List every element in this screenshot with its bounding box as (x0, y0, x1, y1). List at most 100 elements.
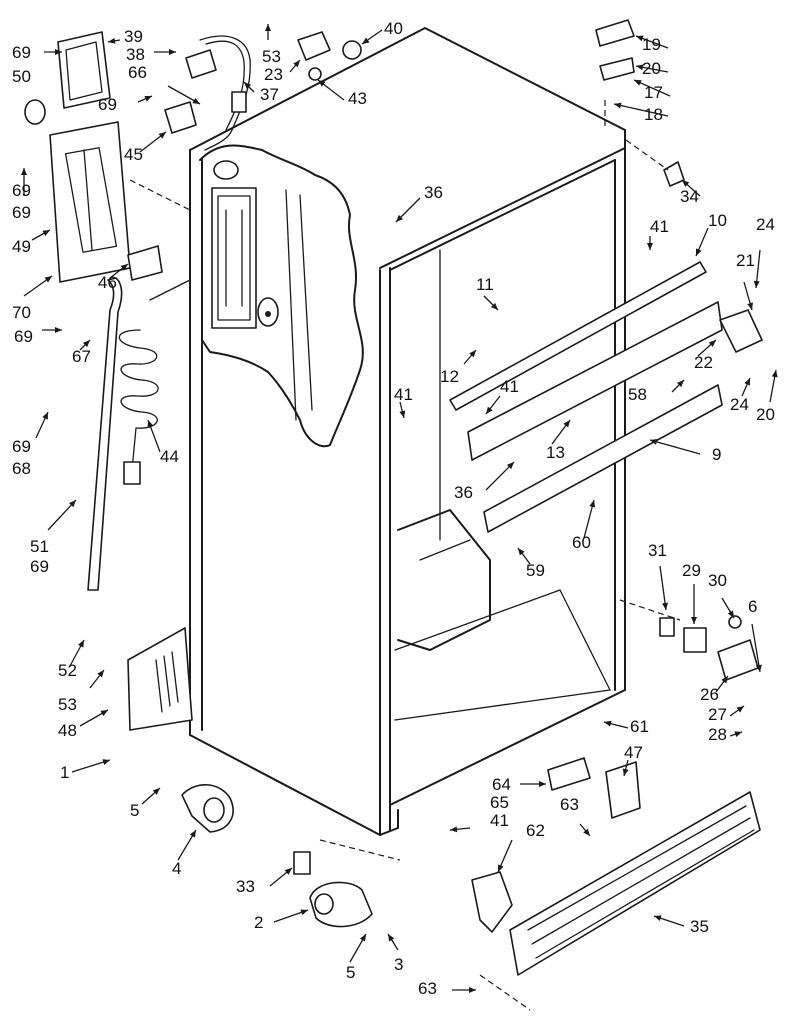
part-number-label: 11 (476, 275, 494, 294)
part-number-label: 43 (348, 89, 367, 108)
part-51-tube (87, 277, 123, 591)
callout-arrowhead-51 (69, 500, 76, 508)
callout-68: 68 (12, 459, 31, 478)
callout-18: 18 (613, 102, 669, 124)
part-number-label: 41 (490, 811, 509, 830)
part-number-label: 10 (708, 211, 727, 230)
callout-arrowhead-10 (696, 248, 702, 256)
callout-arrowhead-45 (158, 132, 166, 139)
part-number-label: 67 (72, 347, 91, 366)
callout-51: 51 (30, 499, 77, 556)
callout-37: 37 (243, 81, 279, 104)
part-number-label: 19 (642, 35, 661, 54)
callout-10: 10 (695, 211, 727, 257)
part-number-label: 46 (98, 273, 117, 292)
part-number-label: 50 (12, 67, 31, 86)
callout-6: 6 (748, 597, 762, 673)
callout-arrowhead-12 (469, 350, 476, 358)
part-number-label: 20 (642, 59, 661, 78)
callout-arrowhead-49 (42, 230, 50, 237)
part-number-label: 64 (492, 775, 511, 794)
callout-arrowhead-36a (396, 214, 404, 222)
part-number-label: 17 (644, 83, 663, 102)
callout-69d: 69 (14, 327, 62, 346)
callout-arrowhead-24b (744, 378, 750, 386)
part-number-label: 66 (128, 63, 147, 82)
callout-12: 12 (440, 349, 477, 386)
callout-leader-9 (649, 439, 701, 455)
part-39-gasket (57, 31, 111, 109)
callout-arrowhead-20a (636, 64, 644, 71)
callout-27: 27 (708, 705, 745, 724)
callout-23: 23 (264, 59, 301, 84)
callout-66: 66 (128, 63, 201, 105)
callout-58: 58 (628, 379, 685, 404)
part-number-label: 70 (12, 303, 31, 322)
part-number-label: 69 (12, 203, 31, 222)
callout-3: 3 (387, 933, 403, 974)
callout-arrowhead-5a (152, 788, 160, 795)
part-number-label: 22 (694, 353, 713, 372)
part-number-label: 6 (748, 597, 757, 616)
part-number-label: 40 (384, 19, 403, 38)
callout-arrowhead-69c (21, 168, 27, 175)
part-48-access-panel (127, 627, 193, 731)
callout-26: 26 (700, 675, 729, 704)
bracket-62 (471, 871, 513, 933)
part-number-label: 26 (700, 685, 719, 704)
callout-arrowhead-64 (539, 781, 546, 787)
part-number-label: 5 (130, 801, 139, 820)
callout-36b: 36 (454, 461, 515, 502)
callout-43: 43 (317, 79, 367, 108)
callout-arrowhead-46 (120, 264, 128, 271)
callout-arrowhead-61 (604, 720, 612, 727)
callout-arrowhead-69a (55, 49, 62, 55)
callout-arrowhead-43 (318, 80, 326, 87)
callout-arrowhead-1 (102, 759, 110, 765)
callout-21: 21 (736, 251, 755, 311)
callout-arrowhead-69b (144, 96, 152, 102)
callout-69c: 69 (12, 168, 31, 222)
callout-69a: 69 (12, 43, 62, 62)
part-number-label: 28 (708, 725, 727, 744)
part-40-part-23 (297, 31, 362, 81)
part-number-label: 41 (650, 217, 669, 236)
part-34-bumper (663, 161, 685, 187)
part-number-label: 18 (644, 105, 663, 124)
callout-19: 19 (635, 35, 669, 54)
part-number-label: 34 (680, 187, 699, 206)
part-number-label: 47 (624, 743, 643, 762)
rail-10 (449, 261, 707, 411)
callout-arrowhead-66 (192, 97, 200, 104)
part-number-label: 33 (236, 877, 255, 896)
callout-arrowhead-30 (727, 610, 734, 618)
callout-34: 34 (680, 179, 701, 206)
callout-arrowhead-41c (486, 406, 493, 414)
callout-arrowhead-29 (691, 617, 697, 624)
part-number-label: 53 (58, 695, 77, 714)
callout-arrowhead-2 (300, 909, 308, 916)
part-number-label: 62 (526, 821, 545, 840)
callout-arrowhead-37 (244, 82, 252, 90)
callout-arrowhead-41a (647, 243, 653, 250)
callout-53a: 53 (262, 24, 281, 66)
callout-39: 39 (107, 27, 143, 46)
callout-arrowhead-62 (498, 864, 504, 872)
callout-arrowhead-36b (506, 462, 514, 470)
part-70-panel (49, 121, 131, 283)
callout-arrowhead-19 (636, 35, 644, 42)
callout-arrowhead-5b (359, 934, 366, 942)
callout-45: 45 (124, 131, 167, 164)
callout-70: 70 (12, 275, 53, 322)
part-44-power-cord (118, 279, 191, 485)
callout-arrowhead-38 (169, 49, 176, 55)
callout-53b: 53 (58, 669, 105, 714)
callout-arrowhead-35 (654, 915, 662, 922)
callout-35: 35 (653, 915, 709, 936)
callout-arrowhead-17 (634, 80, 642, 86)
callout-labels: 1234556910111213171819202021222324242627… (12, 19, 778, 998)
part-number-label: 45 (124, 145, 143, 164)
callout-46: 46 (98, 263, 129, 292)
callout-arrowhead-31 (662, 602, 669, 610)
part-number-label: 69 (14, 327, 33, 346)
